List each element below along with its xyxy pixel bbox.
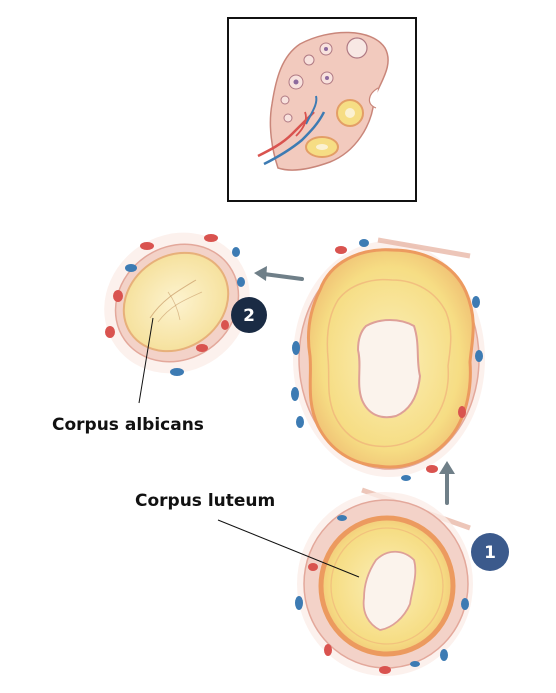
leader-line-albicans	[138, 317, 154, 404]
arrow-icon	[439, 461, 455, 505]
corpus-albicans-illustration	[104, 232, 250, 376]
ovary-overview-icon	[227, 17, 417, 202]
step-badge-2: 2	[231, 297, 267, 333]
step-badge-2-text: 2	[243, 306, 255, 326]
step-badge-1-text: 1	[484, 543, 496, 563]
arrow-icon	[254, 266, 304, 281]
small-corpus-luteum-illustration	[295, 487, 473, 676]
leader-line-luteum	[217, 519, 360, 578]
step-badge-1: 1	[471, 533, 509, 571]
label-corpus-luteum: Corpus luteum	[135, 491, 276, 511]
large-corpus-luteum-illustration	[291, 237, 485, 481]
label-corpus-albicans: Corpus albicans	[52, 415, 204, 435]
